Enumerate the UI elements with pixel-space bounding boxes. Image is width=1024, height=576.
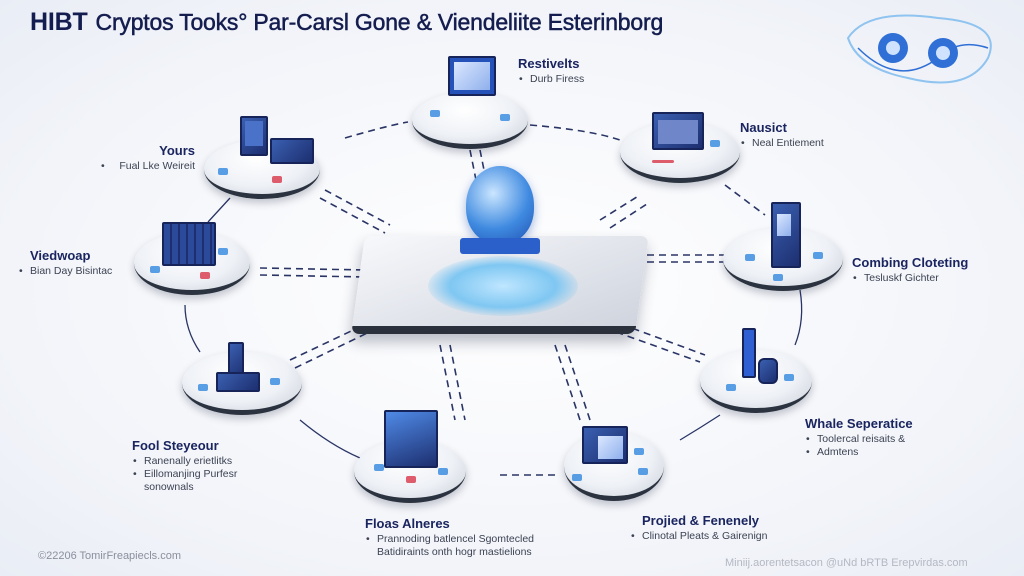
label-combing: Combing ClotetingTesluskf Gichter	[852, 255, 968, 285]
cylinder-tower-icon	[742, 328, 756, 378]
label-floas: Floas AlneresPrannoding batlencel Sgomte…	[365, 516, 547, 559]
page-title: HIBT Cryptos Tooks° Par-Carsl Gone & Vien…	[30, 8, 663, 37]
link-line	[259, 267, 366, 278]
link-line	[554, 344, 591, 421]
link-line	[724, 184, 766, 216]
brand-name: HIBT	[30, 8, 88, 36]
label-viedwoap: ViedwoapBian Day Bisintac	[19, 248, 112, 278]
link-line	[439, 344, 466, 421]
server-rack-icon	[162, 222, 216, 266]
laptop-icon	[448, 56, 496, 96]
label-restivelts: RestiveltsDurb Firess	[518, 56, 584, 86]
label-projied: Projied & FenenelyClinotal Pleats & Gair…	[631, 513, 768, 543]
link-line	[529, 124, 621, 141]
logo-emblem-icon	[846, 14, 992, 84]
link-line	[319, 189, 391, 234]
label-yours: YoursFual Lke Weireit	[100, 143, 195, 173]
storage-device-icon	[771, 202, 801, 268]
monitor-icon	[582, 426, 628, 464]
server-box-icon	[384, 410, 438, 468]
label-fool: Fool SteyeourRanenally erietlitksEilloma…	[132, 438, 264, 494]
link-line	[344, 121, 409, 139]
link-line	[599, 194, 651, 229]
title-text: Cryptos Tooks° Par-Carsl Gone & Viendeli…	[95, 9, 664, 36]
label-nausict: NausictNeal Entiement	[740, 120, 824, 150]
central-hub	[351, 166, 649, 346]
footer-credit: Miniij.aorentetsacon @uNd bRTB Erepvirda…	[725, 557, 968, 569]
footer-copyright: ©22206 TomirFreapiecls.com	[38, 550, 182, 562]
link-line	[635, 254, 725, 263]
shield-globe-icon	[466, 166, 534, 244]
monitor-icon	[652, 112, 704, 150]
label-whale: Whale SeperaticeToolercal reisaits &Admt…	[805, 416, 913, 459]
computer-icon	[240, 116, 268, 156]
